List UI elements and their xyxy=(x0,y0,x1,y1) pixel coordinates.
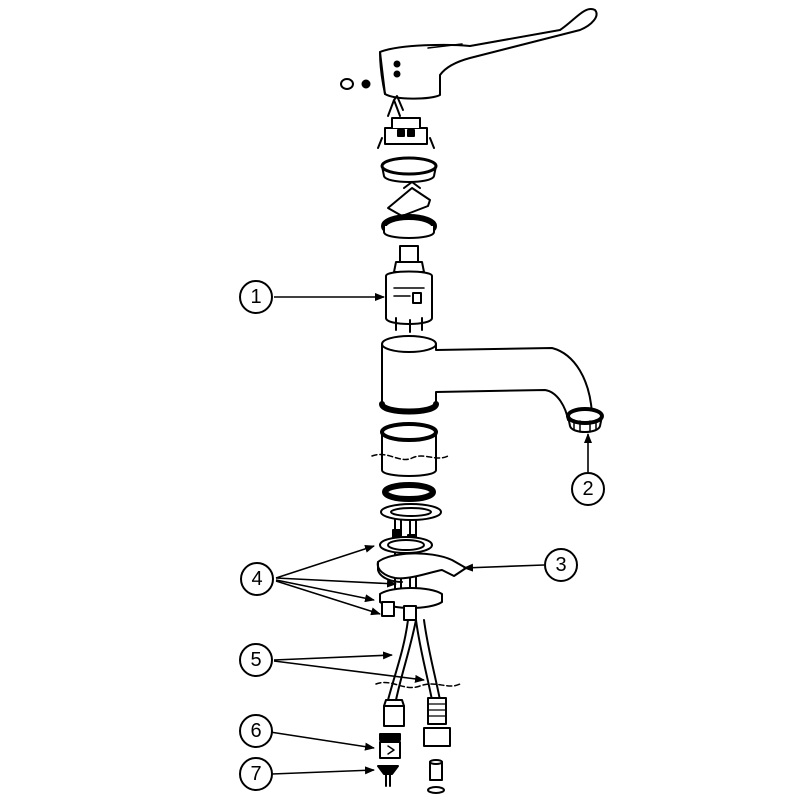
callout-circle xyxy=(239,643,273,677)
callout-circle xyxy=(239,714,273,748)
callout-circle xyxy=(239,757,273,791)
retaining-clip xyxy=(387,95,404,117)
flexible-hoses xyxy=(375,619,461,701)
o-ring-black xyxy=(382,482,436,502)
lower-body xyxy=(371,422,449,477)
callout-7-label: 7 xyxy=(250,763,261,785)
strainer-filter xyxy=(377,765,399,787)
callout-2-label: 2 xyxy=(582,478,593,500)
callout-circle xyxy=(239,280,273,314)
clamping-nut xyxy=(381,214,437,239)
cover-cap xyxy=(380,156,438,183)
hose-nut-right xyxy=(423,697,451,747)
check-valve xyxy=(379,733,401,759)
lower-plate xyxy=(379,587,443,621)
stop-ring xyxy=(387,181,431,217)
insert-and-washer xyxy=(427,759,445,794)
lever-handle xyxy=(379,8,598,100)
callout-6: 6 xyxy=(239,714,273,748)
callout-3-label: 3 xyxy=(555,554,566,576)
callout-7: 7 xyxy=(239,757,273,791)
callout-circle xyxy=(544,548,578,582)
horseshoe-plate xyxy=(376,552,467,583)
seal-ring xyxy=(379,536,433,554)
callout-5: 5 xyxy=(239,643,273,677)
callout-4: 4 xyxy=(240,562,274,596)
leader-lines xyxy=(269,293,592,775)
hose-nut-left xyxy=(383,699,405,727)
callout-circle xyxy=(571,472,605,506)
callout-3: 3 xyxy=(544,548,578,582)
grub-screw xyxy=(340,78,371,90)
callout-2: 2 xyxy=(571,472,605,506)
aerator xyxy=(566,407,604,433)
faucet-body xyxy=(379,335,593,421)
callout-circle xyxy=(240,562,274,596)
callout-6-label: 6 xyxy=(250,720,261,742)
callout-1: 1 xyxy=(239,280,273,314)
callout-4-label: 4 xyxy=(251,568,262,590)
support-washer xyxy=(380,503,442,521)
cartridge xyxy=(385,245,433,333)
callout-1-label: 1 xyxy=(250,286,261,308)
handle-adapter xyxy=(377,117,435,149)
callout-5-label: 5 xyxy=(250,649,261,671)
